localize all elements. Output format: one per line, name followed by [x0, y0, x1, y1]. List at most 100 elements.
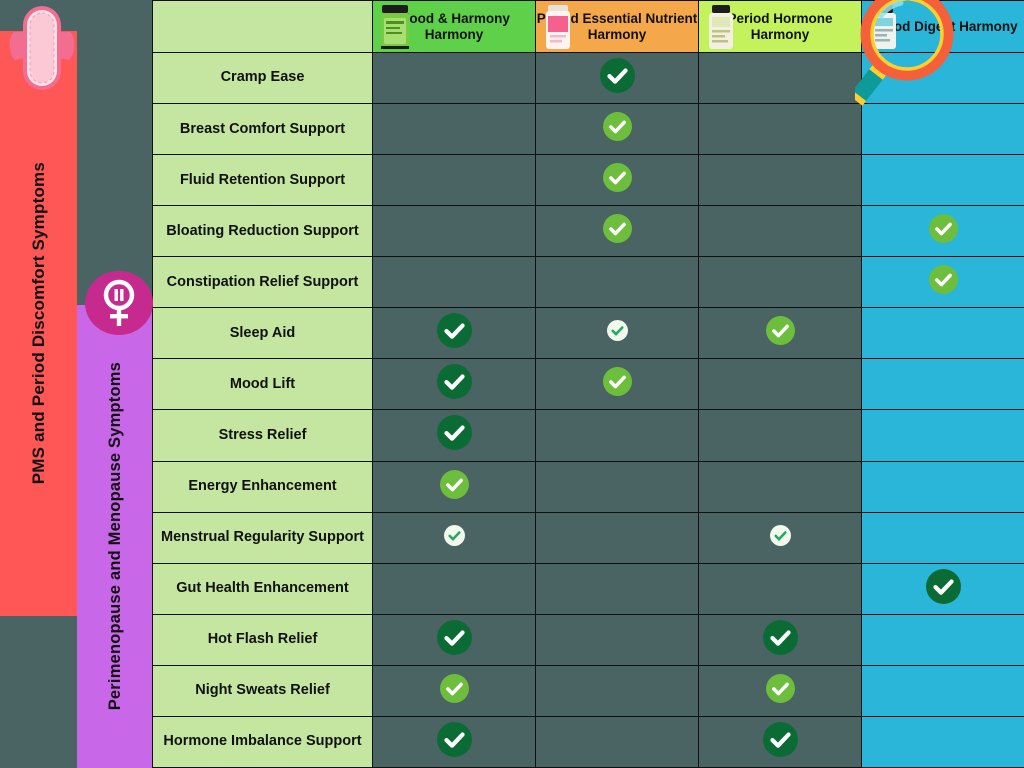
cell-horm-4[interactable]	[698, 256, 862, 309]
cell-horm-1[interactable]	[698, 103, 862, 156]
table-header-row: Mood & Harmony Harmony Period Essential …	[152, 0, 1024, 53]
cell-mood-13[interactable]	[372, 715, 536, 768]
cell-mood-4[interactable]	[372, 256, 536, 309]
check-icon-dark	[436, 721, 472, 757]
category-label-perimenopause: Perimenopause and Menopause Symptoms	[105, 362, 124, 711]
cell-ess-13[interactable]	[535, 715, 699, 768]
check-icon-light	[602, 163, 632, 193]
table-row: Sleep Aid	[152, 307, 1024, 360]
cell-dig-13[interactable]	[861, 715, 1024, 768]
cell-mood-0[interactable]	[372, 51, 536, 105]
check-icon-pale	[606, 320, 628, 342]
cell-mood-8[interactable]	[372, 460, 536, 513]
cell-ess-11[interactable]	[535, 613, 699, 666]
check-icon-light	[765, 673, 795, 703]
column-header-period-hormone[interactable]: Period Hormone Harmony	[698, 0, 862, 53]
cell-horm-13[interactable]	[698, 715, 862, 768]
table-row: Cramp Ease	[152, 51, 1024, 105]
venus-pause-icon[interactable]	[84, 270, 154, 336]
cell-dig-7[interactable]	[861, 409, 1024, 462]
cell-horm-6[interactable]	[698, 358, 862, 411]
column-header-label: Mood & Harmony Harmony	[398, 10, 510, 42]
cell-ess-8[interactable]	[535, 460, 699, 513]
check-icon-dark	[436, 364, 472, 400]
check-icon-dark	[599, 58, 635, 94]
cell-dig-11[interactable]	[861, 613, 1024, 666]
check-icon-dark	[762, 619, 798, 655]
cell-dig-8[interactable]	[861, 460, 1024, 513]
cell-mood-1[interactable]	[372, 103, 536, 156]
cell-dig-1[interactable]	[861, 103, 1024, 156]
cell-ess-0[interactable]	[535, 51, 699, 105]
cell-mood-12[interactable]	[372, 664, 536, 717]
cell-ess-4[interactable]	[535, 256, 699, 309]
category-bar-pms[interactable]: PMS and Period Discomfort Symptoms	[0, 31, 77, 616]
cell-mood-3[interactable]	[372, 205, 536, 258]
cell-mood-11[interactable]	[372, 613, 536, 666]
table-row: Breast Comfort Support	[152, 103, 1024, 156]
column-header-mood-harmony[interactable]: Mood & Harmony Harmony	[372, 0, 536, 53]
cell-ess-5[interactable]	[535, 307, 699, 360]
cell-mood-9[interactable]	[372, 511, 536, 564]
cell-dig-9[interactable]	[861, 511, 1024, 564]
cell-horm-7[interactable]	[698, 409, 862, 462]
category-bar-perimenopause[interactable]: Perimenopause and Menopause Symptoms	[77, 305, 153, 768]
cell-dig-2[interactable]	[861, 154, 1024, 207]
table-row: Bloating Reduction Support	[152, 205, 1024, 258]
cell-ess-3[interactable]	[535, 205, 699, 258]
corner-cell	[152, 0, 373, 53]
check-icon-dark	[436, 313, 472, 349]
row-label: Constipation Relief Support	[152, 256, 373, 309]
cell-ess-1[interactable]	[535, 103, 699, 156]
check-icon-light	[439, 673, 469, 703]
row-label: Mood Lift	[152, 358, 373, 411]
cell-horm-11[interactable]	[698, 613, 862, 666]
cell-horm-3[interactable]	[698, 205, 862, 258]
cell-horm-8[interactable]	[698, 460, 862, 513]
table-row: Menstrual Regularity Support	[152, 511, 1024, 564]
row-label: Cramp Ease	[152, 51, 373, 105]
green-jar-icon	[381, 4, 409, 49]
cell-horm-12[interactable]	[698, 664, 862, 717]
category-label-pms: PMS and Period Discomfort Symptoms	[28, 162, 48, 485]
row-label: Night Sweats Relief	[152, 664, 373, 717]
table-row: Energy Enhancement	[152, 460, 1024, 513]
table-row: Gut Health Enhancement	[152, 562, 1024, 615]
product-comparison-table: Mood & Harmony Harmony Period Essential …	[152, 0, 1024, 768]
cell-dig-10[interactable]	[861, 562, 1024, 615]
cell-horm-2[interactable]	[698, 154, 862, 207]
cell-horm-9[interactable]	[698, 511, 862, 564]
cell-ess-12[interactable]	[535, 664, 699, 717]
check-icon-dark	[436, 415, 472, 451]
check-icon-pale	[443, 524, 465, 546]
cell-dig-5[interactable]	[861, 307, 1024, 360]
column-header-period-essential[interactable]: Period Essential Nutrient Harmony	[535, 0, 699, 53]
column-header-period-digest[interactable]: Period Digest Harmony	[861, 0, 1024, 53]
cell-dig-12[interactable]	[861, 664, 1024, 717]
row-label: Stress Relief	[152, 409, 373, 462]
cell-mood-6[interactable]	[372, 358, 536, 411]
cell-dig-0[interactable]	[861, 51, 1024, 105]
cell-horm-0[interactable]	[698, 51, 862, 105]
cell-dig-3[interactable]	[861, 205, 1024, 258]
row-label: Hormone Imbalance Support	[152, 715, 373, 768]
cell-mood-10[interactable]	[372, 562, 536, 615]
cell-horm-5[interactable]	[698, 307, 862, 360]
cell-mood-2[interactable]	[372, 154, 536, 207]
cell-dig-4[interactable]	[861, 256, 1024, 309]
cell-dig-6[interactable]	[861, 358, 1024, 411]
table-row: Mood Lift	[152, 358, 1024, 411]
cell-ess-9[interactable]	[535, 511, 699, 564]
check-icon-light	[928, 214, 958, 244]
check-icon-light	[439, 469, 469, 499]
cell-ess-6[interactable]	[535, 358, 699, 411]
cell-ess-10[interactable]	[535, 562, 699, 615]
cell-horm-10[interactable]	[698, 562, 862, 615]
check-icon-dark	[762, 721, 798, 757]
cell-ess-2[interactable]	[535, 154, 699, 207]
cell-mood-5[interactable]	[372, 307, 536, 360]
cell-mood-7[interactable]	[372, 409, 536, 462]
cell-ess-7[interactable]	[535, 409, 699, 462]
table-row: Stress Relief	[152, 409, 1024, 462]
